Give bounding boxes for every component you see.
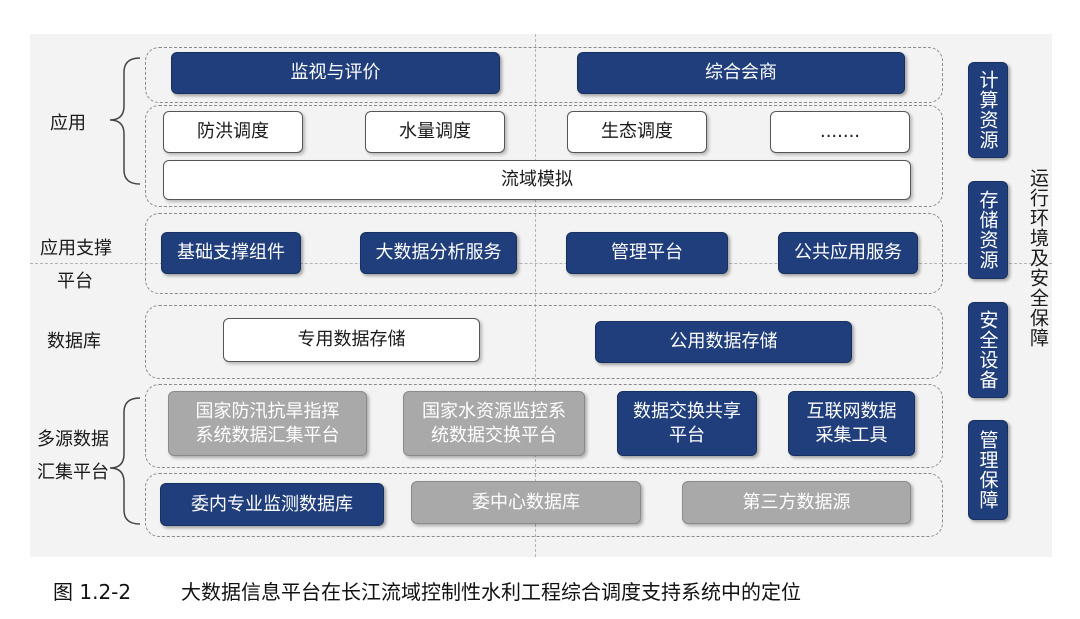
- group-collection-row1: [145, 384, 943, 468]
- box-basin-simulation: 流域模拟: [163, 160, 911, 200]
- box-dedicated-storage: 专用数据存储: [223, 318, 480, 362]
- figure-title: 大数据信息平台在长江流域控制性水利工程综合调度支持系统中的定位: [181, 580, 801, 604]
- label-database: 数据库: [47, 331, 101, 352]
- label-support-line2: 平台: [57, 271, 93, 292]
- box-flood-dispatch: 防洪调度: [163, 111, 303, 153]
- box-third-party-source: 第三方数据源: [682, 481, 911, 524]
- box-bigdata-service: 大数据分析服务: [360, 232, 517, 274]
- box-internal-monitor-db: 委内专业监测数据库: [160, 483, 384, 526]
- guide-line-horizontal: [30, 263, 1052, 264]
- label-support-line1: 应用支撑: [40, 238, 112, 259]
- group-application-mid: [145, 105, 943, 207]
- box-data-exchange-platform: 数据交换共享 平台: [617, 391, 757, 456]
- box-water-dispatch: 水量调度: [365, 111, 505, 153]
- box-public-storage: 公用数据存储: [595, 321, 852, 363]
- label-collection-line2: 汇集平台: [37, 462, 109, 483]
- side-management-assurance: 管理保障: [968, 420, 1008, 520]
- group-application-top: [145, 47, 943, 103]
- box-basic-components: 基础支撑组件: [161, 232, 301, 274]
- box-monitor-evaluation: 监视与评价: [171, 52, 500, 94]
- box-eco-dispatch: 生态调度: [567, 111, 707, 153]
- box-management-platform: 管理平台: [566, 232, 728, 274]
- box-internet-collector-line2: 采集工具: [815, 424, 888, 446]
- side-storage-resources: 存储资源: [968, 181, 1008, 279]
- figure-number: 图 1.2-2: [53, 580, 132, 604]
- box-ellipsis: .......: [770, 111, 910, 153]
- label-operation-environment: 运行环境及安全保障: [1027, 168, 1049, 348]
- box-consultation: 综合会商: [577, 52, 905, 94]
- box-center-db: 委中心数据库: [411, 481, 641, 524]
- brace-collection: [109, 397, 141, 525]
- box-water-monitor-line1: 国家水资源监控系: [422, 400, 566, 422]
- box-data-exchange-line1: 数据交换共享: [633, 400, 741, 422]
- box-internet-collector-line1: 互联网数据: [806, 400, 897, 422]
- group-collection-row2: [145, 473, 943, 537]
- figure-caption: 图 1.2-2 大数据信息平台在长江流域控制性水利工程综合调度支持系统中的定位: [53, 576, 801, 605]
- label-collection-line1: 多源数据: [37, 429, 109, 450]
- box-flood-command-system: 国家防汛抗旱指挥 系统数据汇集平台: [168, 391, 367, 456]
- guide-line-vertical: [535, 34, 536, 557]
- side-security-equipment: 安全设备: [968, 302, 1008, 398]
- side-compute-resources: 计算资源: [968, 62, 1008, 158]
- box-internet-collector: 互联网数据 采集工具: [788, 391, 915, 456]
- box-flood-command-line1: 国家防汛抗旱指挥: [195, 400, 340, 422]
- brace-application: [109, 57, 141, 185]
- box-water-monitor-system: 国家水资源监控系 统数据交换平台: [403, 391, 585, 456]
- group-support: [145, 213, 943, 294]
- group-database: [145, 305, 943, 379]
- box-data-exchange-line2: 平台: [669, 424, 705, 446]
- box-public-service: 公共应用服务: [778, 232, 918, 274]
- box-water-monitor-line2: 统数据交换平台: [431, 424, 557, 446]
- box-flood-command-line2: 系统数据汇集平台: [195, 424, 340, 446]
- label-application: 应用: [50, 113, 86, 134]
